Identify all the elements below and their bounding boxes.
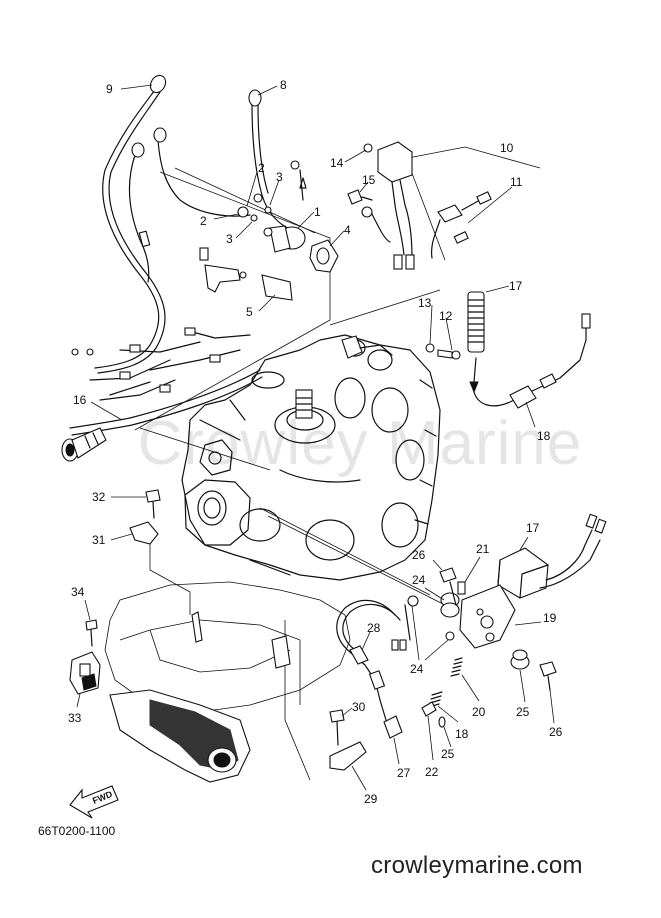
leader-lines (76, 84, 555, 791)
callout-23-upper: 24 (412, 573, 426, 587)
callout-25: 25 (441, 747, 455, 761)
site-url[interactable]: crowleymarine.com (371, 852, 583, 879)
watermark-text: Crowley Marine (137, 409, 583, 478)
fwd-arrow-icon: FWD (69, 785, 119, 819)
callout-14: 16 (73, 393, 87, 407)
callout-24: 24 (410, 662, 424, 676)
callout-18: 18 (455, 727, 469, 741)
lower-left-parts (69, 489, 161, 695)
callout-7: 9 (106, 82, 113, 96)
rectifier-assembly (347, 141, 492, 270)
callout-23-lower: 25 (516, 705, 530, 719)
callout-1: 1 (314, 205, 321, 219)
callout-12: 14 (330, 156, 344, 170)
callout-10: 12 (439, 309, 453, 323)
callout-33: 33 (68, 711, 82, 725)
relay-assembly (199, 160, 339, 301)
cable-assembly (329, 599, 407, 771)
callout-4: 4 (344, 223, 351, 237)
callout-26-upper: 26 (412, 548, 426, 562)
callout-6: 8 (280, 78, 287, 92)
callout-28: 28 (367, 621, 381, 635)
electrical-box-assembly (404, 513, 607, 728)
callout-2-upper: 2 (258, 161, 265, 175)
callout-21: 21 (476, 542, 490, 556)
callout-2-lower: 2 (200, 214, 207, 228)
callout-15: 17 (509, 279, 523, 293)
callout-29: 29 (364, 792, 378, 806)
callout-numbers: 9 8 1 2 2 3 3 4 5 10 11 14 15 13 12 17 1… (68, 78, 563, 806)
callout-26-lower: 26 (549, 725, 563, 739)
callout-16: 18 (537, 429, 551, 443)
ignition-coil-lead (425, 291, 591, 409)
callout-3-upper: 3 (276, 170, 283, 184)
callout-19: 19 (543, 611, 557, 625)
callout-11: 13 (418, 296, 432, 310)
diagram-code: 66T0200-1100 (38, 824, 116, 838)
bottom-cowling (104, 581, 351, 783)
callout-3-lower: 3 (226, 232, 233, 246)
callout-8: 10 (500, 141, 514, 155)
callout-9: 11 (510, 175, 523, 189)
callout-22: 22 (425, 765, 439, 779)
callout-20: 20 (472, 705, 486, 719)
callout-5: 5 (246, 305, 253, 319)
callout-30: 30 (352, 700, 366, 714)
callout-17: 17 (526, 521, 540, 535)
callout-32: 32 (92, 490, 106, 504)
callout-27: 27 (397, 766, 411, 780)
callout-34: 34 (71, 585, 85, 599)
callout-31: 31 (92, 533, 106, 547)
wire-harness (61, 327, 263, 462)
engine-block (181, 334, 441, 581)
callout-13: 15 (362, 173, 376, 187)
